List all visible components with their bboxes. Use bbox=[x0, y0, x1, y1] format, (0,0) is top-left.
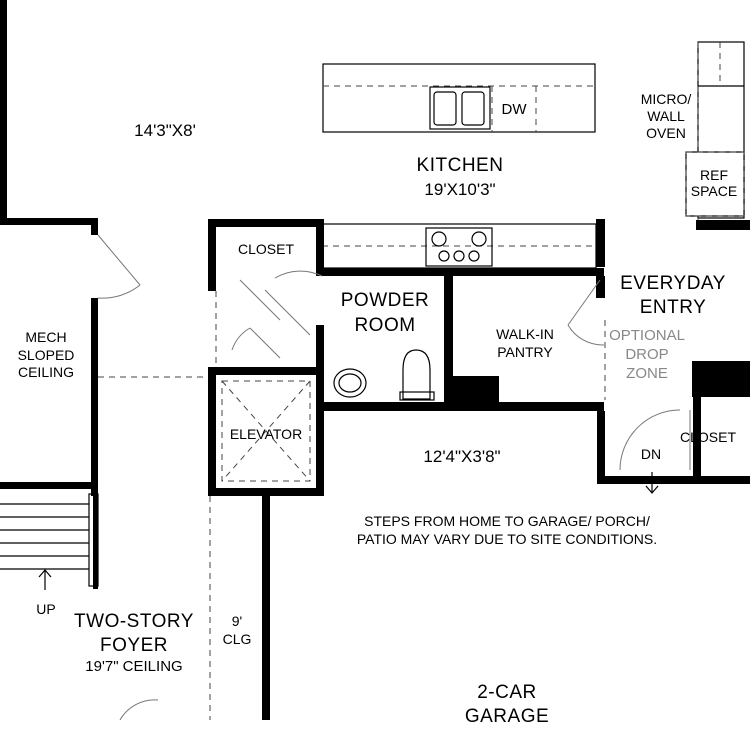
stairs bbox=[0, 503, 89, 590]
elevator-label: ELEVATOR bbox=[229, 426, 303, 442]
upper-closet-label: CLOSET bbox=[237, 241, 295, 257]
foyer-label: TWO-STORY FOYER bbox=[74, 611, 194, 656]
optional-drop-zone-label: OPTIONAL DROP ZONE bbox=[609, 327, 685, 382]
garage-label: 2-CAR GARAGE bbox=[464, 682, 550, 727]
cooktop bbox=[425, 227, 493, 267]
garage-wall bbox=[262, 496, 270, 720]
wall-mech-right-bottom bbox=[91, 298, 98, 496]
steps-note: STEPS FROM HOME TO GARAGE/ PORCH/ PATIO … bbox=[356, 513, 658, 548]
ceiling-height-label: 9' CLG bbox=[222, 613, 252, 647]
wall-left-top bbox=[0, 0, 7, 220]
kitchen-dims-label: 19'X10'3" bbox=[424, 180, 496, 199]
hall-dims-label: 12'4"X3'8" bbox=[423, 447, 501, 466]
walk-in-pantry-label: WALK-IN PANTRY bbox=[496, 326, 554, 360]
everyday-entry-label: EVERYDAY ENTRY bbox=[620, 273, 726, 318]
closet-wall-top bbox=[208, 219, 324, 227]
ref-space-label: REF SPACE bbox=[690, 167, 738, 200]
foyer-door bbox=[119, 699, 159, 720]
micro-wall-oven-label: MICRO/ WALL OVEN bbox=[640, 91, 692, 142]
elevator-wall bbox=[208, 367, 324, 375]
wall-mech-top bbox=[0, 218, 98, 225]
up-label: UP bbox=[36, 601, 56, 617]
powder-sink bbox=[333, 368, 367, 398]
mech-door bbox=[97, 234, 141, 299]
down-label: DN bbox=[640, 446, 662, 462]
sink bbox=[429, 86, 491, 130]
kitchen-label: KITCHEN bbox=[416, 155, 504, 176]
wall-mech-bottom bbox=[0, 482, 98, 489]
dishwasher-label: DW bbox=[501, 101, 527, 118]
room-dims-label: 14'3"X8' bbox=[134, 121, 196, 140]
toilet bbox=[402, 349, 431, 400]
right-closet-label: CLOSET bbox=[679, 429, 737, 445]
wall-mech-right-top bbox=[91, 218, 98, 235]
mech-label: MECH SLOPED CEILING bbox=[17, 329, 75, 380]
foyer-ceiling-label: 19'7" CEILING bbox=[85, 658, 183, 675]
kitchen-island bbox=[322, 63, 596, 133]
wall-stair-right bbox=[93, 489, 98, 589]
powder-room-label: POWDER ROOM bbox=[340, 290, 430, 336]
